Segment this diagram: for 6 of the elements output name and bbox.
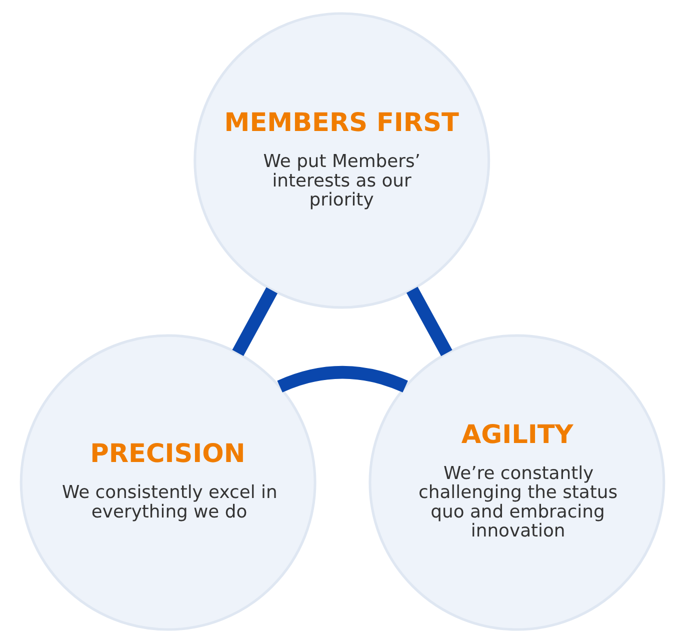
node-circle: MEMBERS FIRST We put Members’ interests as our priority: [194, 12, 490, 309]
connector: [406, 286, 452, 356]
connector: [277, 366, 408, 392]
connector: [232, 287, 278, 356]
node-circle: PRECISION We consistently excel in everything we do: [20, 334, 316, 631]
node-circle: AGILITY We’re constantly challenging the status quo and embracing innovation: [368, 334, 666, 631]
